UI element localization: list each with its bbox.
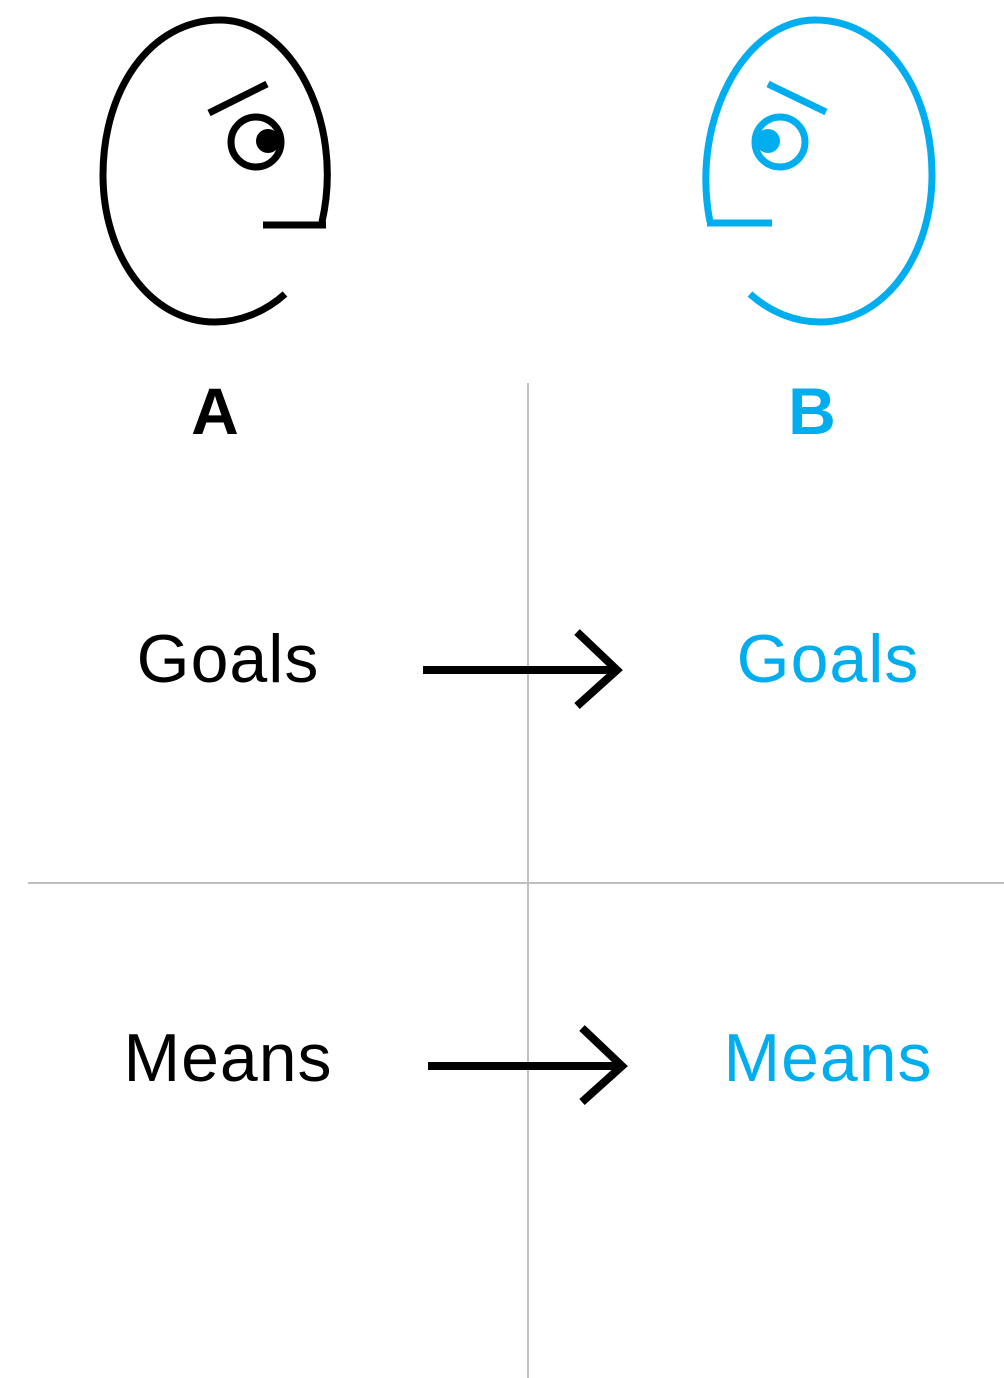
face-b-pupil bbox=[756, 129, 780, 153]
party-a-label: A bbox=[191, 374, 239, 448]
face-a-pupil bbox=[256, 129, 280, 153]
party-a-goals-text: Goals bbox=[136, 621, 320, 697]
arrow-right-icon bbox=[428, 1025, 628, 1105]
party-b-label: B bbox=[788, 374, 836, 448]
face-a-eye-ring bbox=[227, 113, 285, 171]
party-a-means-text: Means bbox=[123, 1020, 333, 1096]
face-a-head-outline bbox=[99, 16, 331, 326]
arrow-right-icon bbox=[423, 629, 623, 709]
face-b-eyebrow bbox=[766, 80, 828, 116]
face-b-eye-ring bbox=[751, 113, 809, 171]
party-b-means-text: Means bbox=[723, 1020, 933, 1096]
face-b-head-outline bbox=[702, 16, 936, 326]
face-a-eyebrow bbox=[207, 80, 269, 117]
party-b-goals-text: Goals bbox=[736, 621, 920, 697]
